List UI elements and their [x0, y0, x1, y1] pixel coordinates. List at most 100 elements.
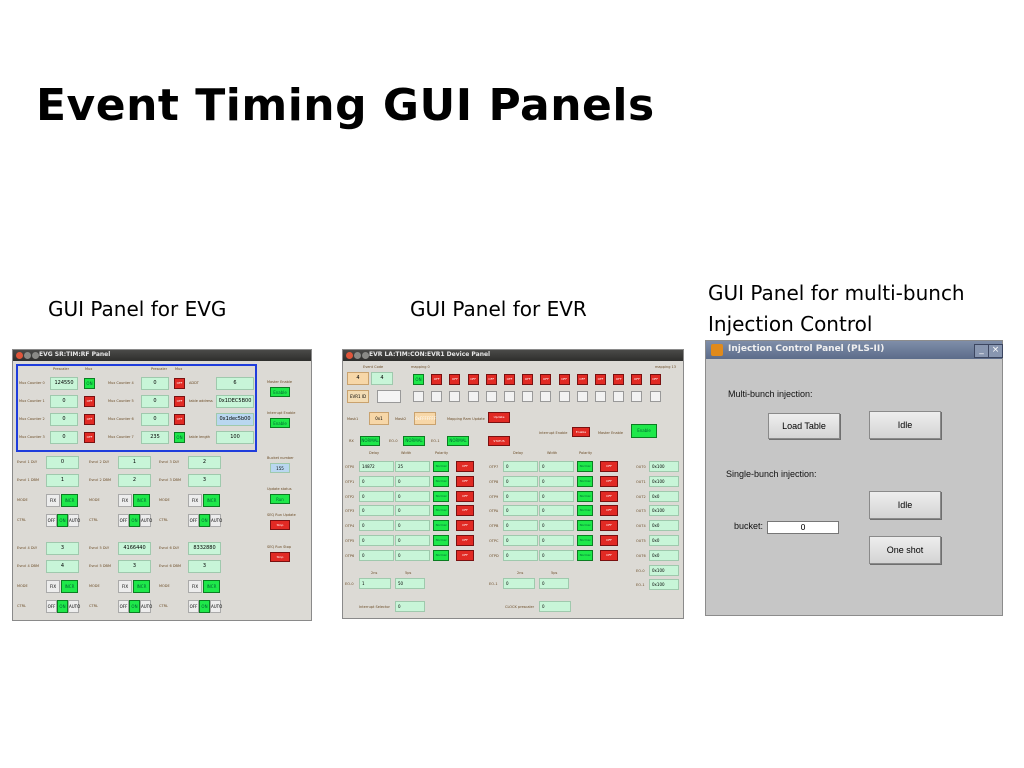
mapping-checkbox[interactable] — [522, 391, 534, 402]
status-field[interactable]: STATUS — [488, 436, 510, 446]
ctrl-on-button[interactable]: ON — [57, 600, 68, 613]
load-table-button[interactable]: Load Table — [768, 413, 840, 439]
out-field[interactable]: 0x100 — [649, 505, 679, 517]
mapping-checkbox[interactable] — [576, 391, 588, 402]
mux-toggle-button[interactable]: ON — [174, 432, 185, 443]
mux-counter-field[interactable]: 124550 — [50, 377, 78, 390]
ctrl-on-button[interactable]: ON — [129, 514, 140, 527]
mapping-checkbox[interactable] — [613, 391, 625, 402]
mapping-button[interactable]: OFF — [613, 374, 625, 385]
otp-polarity-button[interactable]: Normal — [577, 475, 593, 487]
mapping-checkbox[interactable] — [449, 391, 461, 402]
out-field[interactable]: 0x0 — [649, 535, 679, 546]
otp-polarity-button[interactable]: Normal — [433, 461, 449, 472]
side-button[interactable]: Enable — [270, 387, 290, 397]
mask2-field[interactable]: 0xFFFFFFF — [414, 412, 436, 425]
mapping-button[interactable]: OFF — [431, 374, 443, 385]
mux-counter-field[interactable]: 0 — [141, 377, 169, 390]
mux-counter-field[interactable]: 0 — [141, 413, 169, 426]
out-field[interactable]: 0x0 — [649, 520, 679, 532]
close-window-icon[interactable] — [16, 352, 23, 359]
one-shot-button[interactable]: One shot — [869, 536, 941, 564]
otp-width-field[interactable]: 0 — [395, 520, 430, 532]
interrupt-enable-button[interactable]: Enable — [572, 427, 590, 437]
eo1-delay-field[interactable]: 0 — [503, 578, 535, 589]
mux-counter-field[interactable]: 0 — [50, 395, 78, 408]
close-window-icon[interactable] — [346, 352, 353, 359]
out-field[interactable]: 0x100 — [649, 564, 679, 576]
side-button[interactable]: Stop — [270, 552, 290, 562]
mapping-checkbox[interactable] — [540, 391, 552, 402]
minimize-window-icon[interactable] — [354, 352, 361, 359]
address-field[interactable]: 0x1DEC5B00 — [216, 395, 254, 408]
eo0-delay-field[interactable]: 1 — [359, 578, 391, 589]
maximize-window-icon[interactable] — [32, 352, 39, 359]
maximize-window-icon[interactable] — [362, 352, 369, 359]
event-field[interactable]: 1 — [118, 456, 151, 469]
side-button[interactable]: Run — [270, 494, 290, 504]
mux-toggle-button[interactable]: ON — [84, 378, 95, 389]
mode-incr-button[interactable]: INCR — [133, 494, 150, 507]
event-field[interactable]: 3 — [46, 542, 79, 555]
otp-off-button[interactable]: OFF — [600, 520, 618, 532]
otp-width-field[interactable]: 0 — [395, 505, 430, 517]
master-enable-button[interactable]: Enable — [631, 424, 657, 438]
otp-width-field[interactable]: 0 — [539, 461, 574, 472]
ctrl-off-button[interactable]: OFF — [118, 600, 129, 613]
otp-delay-field[interactable]: 0 — [503, 461, 538, 472]
otp-off-button[interactable]: OFF — [600, 461, 618, 472]
otp-off-button[interactable]: OFF — [456, 549, 474, 561]
ctrl-off-button[interactable]: OFF — [46, 600, 57, 613]
otp-width-field[interactable]: 0 — [395, 490, 430, 502]
otp-width-field[interactable]: 25 — [395, 461, 430, 472]
otp-width-field[interactable]: 0 — [395, 535, 430, 546]
event-field[interactable]: 8332880 — [188, 542, 221, 555]
ctrl-on-button[interactable]: ON — [199, 514, 210, 527]
otp-polarity-button[interactable]: Normal — [577, 535, 593, 546]
out-field[interactable]: 0x100 — [649, 579, 679, 591]
ctrl-off-button[interactable]: OFF — [188, 514, 199, 527]
mapping-checkbox[interactable] — [485, 391, 497, 402]
ctrl-off-button[interactable]: OFF — [46, 514, 57, 527]
ctrl-auto-button[interactable]: AUTO — [140, 514, 152, 527]
ctrl-auto-button[interactable]: AUTO — [68, 514, 80, 527]
mux-counter-field[interactable]: 0 — [141, 395, 169, 408]
mode-fix-button[interactable]: FIX — [118, 580, 132, 593]
ctrl-on-button[interactable]: ON — [57, 514, 68, 527]
mask1-field[interactable]: 0x1 — [369, 412, 389, 425]
mapping-checkbox[interactable] — [504, 391, 515, 402]
address-field[interactable]: 100 — [216, 431, 254, 444]
otp-off-button[interactable]: OFF — [456, 475, 474, 487]
event-code-field[interactable]: 4 — [347, 372, 369, 385]
mapping-update-button[interactable]: Update — [488, 412, 510, 423]
mode-incr-button[interactable]: INCR — [133, 580, 150, 593]
otp-delay-field[interactable]: 14872 — [359, 461, 394, 472]
event-field[interactable]: 3 — [188, 560, 221, 573]
mapping-button[interactable]: OFF — [522, 374, 534, 385]
otp-polarity-button[interactable]: Normal — [577, 520, 593, 532]
otp-delay-field[interactable]: 0 — [359, 549, 394, 561]
otp-width-field[interactable]: 0 — [539, 549, 574, 561]
ctrl-auto-button[interactable]: AUTO — [68, 600, 80, 613]
eo0-width-field[interactable]: 50 — [395, 578, 425, 589]
ctrl-auto-button[interactable]: AUTO — [210, 514, 222, 527]
mux-toggle-button[interactable]: OFF — [174, 378, 185, 389]
event-field[interactable]: 3 — [118, 560, 151, 573]
otp-width-field[interactable]: 0 — [539, 475, 574, 487]
ctrl-on-button[interactable]: ON — [199, 600, 210, 613]
ctrl-auto-button[interactable]: AUTO — [140, 600, 152, 613]
otp-polarity-button[interactable]: Normal — [433, 535, 449, 546]
event-code-field[interactable]: 4 — [371, 372, 393, 385]
event-field[interactable]: 3 — [188, 474, 221, 487]
otp-polarity-button[interactable]: Normal — [433, 520, 449, 532]
otp-polarity-button[interactable]: Normal — [433, 490, 449, 502]
mode-fix-button[interactable]: FIX — [118, 494, 132, 507]
otp-off-button[interactable]: OFF — [600, 535, 618, 546]
otp-polarity-button[interactable]: Normal — [433, 505, 449, 517]
evr-id-field[interactable]: EVR1 ID — [347, 390, 369, 403]
out-field[interactable]: 0x0 — [649, 549, 679, 561]
mode-incr-button[interactable]: INCR — [61, 494, 78, 507]
event-field[interactable]: 4166440 — [118, 542, 151, 555]
multi-bunch-idle-button[interactable]: Idle — [869, 411, 941, 439]
otp-off-button[interactable]: OFF — [600, 475, 618, 487]
